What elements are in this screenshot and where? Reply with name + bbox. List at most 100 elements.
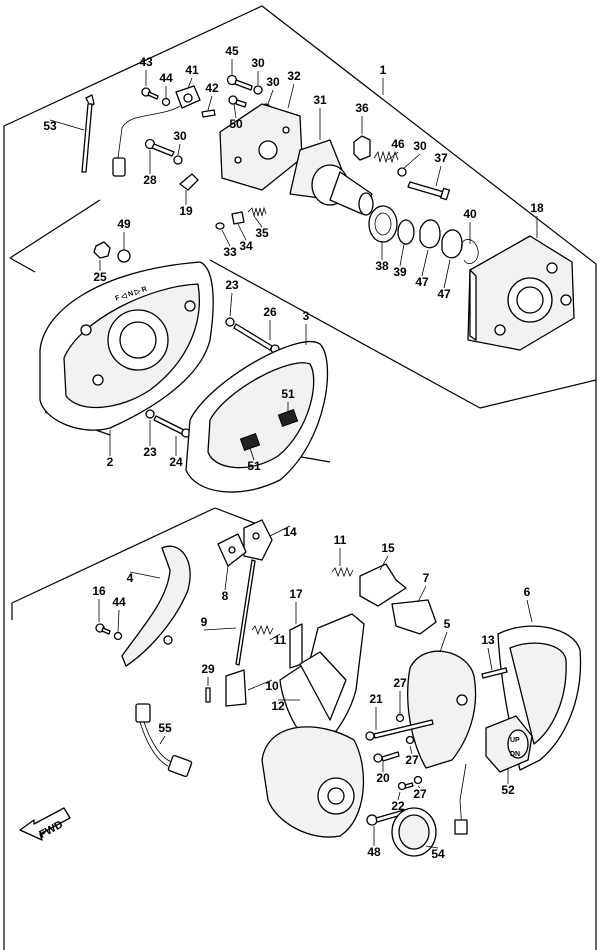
callout-20: 20 [376, 771, 390, 785]
shaft-31 [289, 139, 374, 216]
callout-18: 18 [530, 201, 544, 215]
callout-30: 30 [266, 75, 280, 89]
ring-38 [368, 205, 398, 243]
callout-12: 12 [271, 699, 285, 713]
stopper-34 [231, 211, 245, 225]
callout-30: 30 [251, 56, 265, 70]
washer-27c [413, 775, 423, 785]
fwd-direction-arrow: FWD [19, 807, 71, 841]
callout-27: 27 [405, 753, 419, 767]
callout-15: 15 [381, 541, 395, 555]
block-10 [225, 669, 247, 707]
screw-26 [233, 323, 280, 354]
callout-23: 23 [143, 445, 157, 459]
callout-6: 6 [524, 585, 531, 599]
leader-line-15 [379, 555, 389, 571]
screw-50 [228, 95, 247, 108]
grip-7 [391, 599, 437, 635]
screw-48 [366, 809, 406, 826]
callout-35: 35 [255, 226, 269, 240]
callout-16: 16 [92, 584, 106, 598]
pin-13 [481, 667, 508, 679]
spring-35 [247, 206, 267, 217]
screw-22 [397, 781, 414, 791]
leader-line-51 [249, 447, 255, 461]
harness-55 [135, 703, 193, 778]
leader-line-35 [253, 215, 263, 228]
leader-line-46 [387, 151, 399, 161]
callout-46: 46 [391, 137, 405, 151]
screw-45 [226, 74, 253, 91]
callout-51: 51 [247, 459, 261, 473]
callout-50: 50 [229, 117, 243, 131]
washer-30c [173, 155, 183, 165]
pin-42 [201, 109, 216, 118]
callout-37: 37 [434, 151, 448, 165]
neutral-switch-41 [112, 85, 201, 177]
callout-21: 21 [369, 692, 383, 706]
washer-44 [161, 97, 171, 107]
leader-line-39 [399, 243, 405, 267]
callout-11: 11 [274, 633, 287, 647]
bracket-15 [359, 563, 407, 607]
switch-dn-label: DN [510, 751, 520, 758]
callout-11: 11 [334, 533, 347, 547]
housing-18 [467, 235, 575, 351]
callout-43: 43 [139, 55, 153, 69]
callout-10: 10 [265, 679, 279, 693]
callout-24: 24 [169, 455, 183, 469]
washer-47b [441, 229, 463, 259]
callout-3: 3 [303, 309, 310, 323]
callout-5: 5 [444, 617, 451, 631]
leader-line-53 [49, 119, 85, 131]
callout-48: 48 [367, 845, 381, 859]
washer-44b [113, 631, 123, 641]
leader-line-13 [487, 647, 493, 671]
callout-53: 53 [43, 119, 57, 133]
washer-27a [395, 713, 405, 723]
handle-lever-12 [261, 613, 365, 838]
callout-27: 27 [413, 787, 427, 801]
callout-19: 19 [179, 204, 193, 218]
spring-11a [331, 566, 354, 578]
leader-line-11 [269, 633, 281, 641]
cover-5 [407, 650, 477, 769]
cap-36 [353, 135, 371, 161]
plate-17 [289, 623, 303, 669]
leader-line-33 [221, 229, 231, 247]
callout-30: 30 [413, 139, 427, 153]
leader-line-9 [203, 627, 237, 631]
screw-43 [141, 87, 159, 100]
leader-line-32 [287, 83, 295, 109]
leader-line-50 [233, 103, 237, 119]
callout-47: 47 [415, 275, 429, 289]
leader-line-30 [177, 143, 181, 156]
callout-44: 44 [159, 71, 173, 85]
callout-51: 51 [281, 387, 295, 401]
leader-line-37 [435, 165, 442, 187]
callout-32: 32 [287, 69, 301, 83]
trim-switch-52: UP DN [454, 715, 533, 835]
callout-55: 55 [158, 721, 172, 735]
cover-2: F ◁ N ▷ R [39, 261, 214, 431]
leader-line-30 [267, 89, 274, 105]
callout-26: 26 [263, 305, 277, 319]
callout-38: 38 [375, 259, 389, 273]
washer-47a [419, 219, 441, 249]
callout-29: 29 [201, 662, 215, 676]
washer-30d [397, 167, 407, 177]
spring-11b [251, 624, 274, 636]
clip-19 [179, 173, 199, 191]
leader-line-30 [403, 153, 421, 169]
washer-23b [145, 409, 155, 419]
callout-49: 49 [117, 217, 131, 231]
callout-4: 4 [127, 571, 134, 585]
cable-tie-53 [81, 94, 95, 173]
callout-30: 30 [173, 129, 187, 143]
leader-line-22 [397, 791, 401, 801]
bolt-37 [407, 181, 451, 201]
assembly-frame [3, 5, 597, 950]
callout-41: 41 [185, 63, 199, 77]
washer-49 [117, 249, 131, 263]
plate-32 [219, 103, 303, 191]
